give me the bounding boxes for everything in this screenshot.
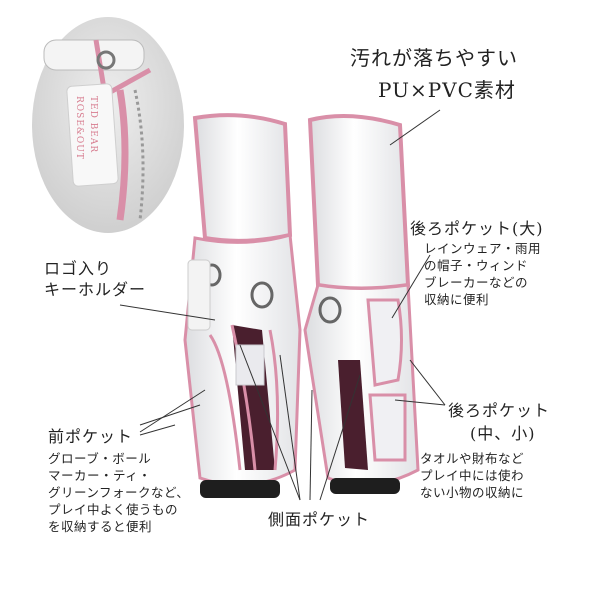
desc-line: グローブ・ボール (48, 451, 152, 466)
golf-bag-front-view (183, 113, 302, 498)
desc-line: を収納すると便利 (48, 519, 153, 534)
desc-line: プレイ中よく使うもの (48, 502, 179, 517)
golf-bag-back-view (303, 114, 420, 494)
desc-line: 収納に便利 (424, 292, 490, 307)
rear-pocket-small-title-1: 後ろポケット (448, 401, 551, 420)
desc-line: タオルや財布など (420, 451, 525, 466)
desc-line: ない小物の収納に (420, 485, 525, 500)
desc-line: レインウェア・雨用 (424, 241, 542, 256)
leader-lines (119, 109, 446, 501)
rear-pocket-small-title-2: (中、小) (470, 424, 536, 443)
rear-pocket-large-title: 後ろポケット(大) (410, 219, 544, 238)
front-pocket-desc: グローブ・ボール マーカー・ティ・ グリーンフォークなど、 プレイ中よく使うもの… (48, 450, 189, 535)
side-pocket-title: 側面ポケット (268, 510, 371, 529)
inset-tag-text-1: ROSE&OUT (74, 96, 84, 160)
material-title-1: 汚れが落ちやすい (350, 46, 518, 70)
rear-pocket-large-desc: レインウェア・雨用 の帽子・ウィンド ブレーカーなどの 収納に便利 (424, 240, 541, 308)
desc-line: プレイ中には使わ (420, 468, 525, 483)
front-pocket-title: 前ポケット (48, 427, 134, 446)
desc-line: の帽子・ウィンド (424, 258, 529, 273)
logo-keyholder-label-1: ロゴ入り (44, 259, 113, 278)
logo-keyholder-label-2: キーホルダー (44, 280, 147, 299)
material-title-2: PU×PVC素材 (378, 78, 516, 102)
desc-line: グリーンフォークなど、 (48, 485, 190, 500)
keyholder-closeup-inset (32, 17, 184, 233)
rear-pocket-small-desc: タオルや財布など プレイ中には使わ ない小物の収納に (420, 450, 524, 501)
desc-line: ブレーカーなどの (424, 275, 529, 290)
desc-line: マーカー・ティ・ (48, 468, 152, 483)
inset-tag-text-2: TED BEAR (88, 96, 98, 154)
